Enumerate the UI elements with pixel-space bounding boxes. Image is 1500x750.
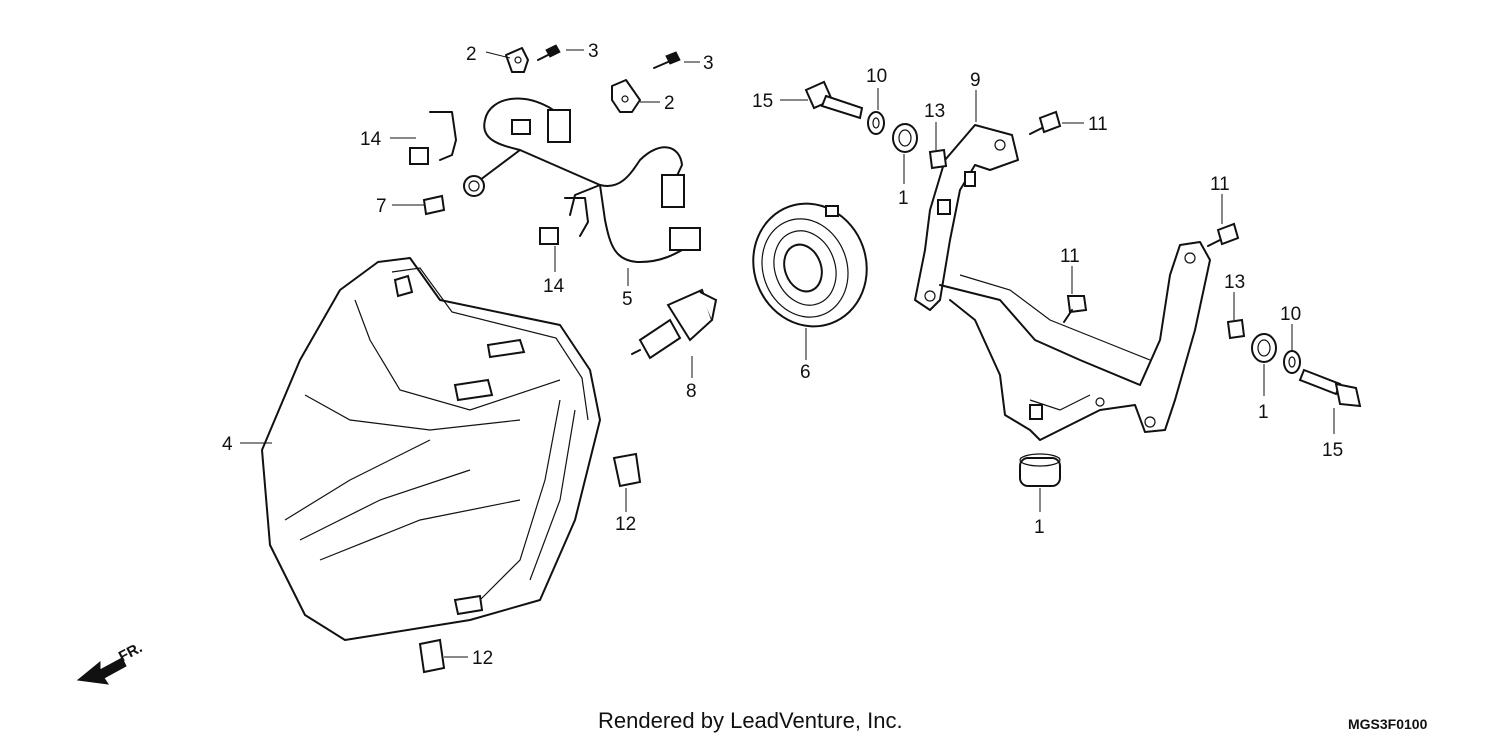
clip-nut — [418, 638, 446, 674]
front-direction-arrow: FR. — [76, 639, 145, 685]
screw — [1029, 110, 1062, 135]
credit-text: Rendered by LeadVenture, Inc. — [598, 708, 903, 733]
callout-2: 2 — [664, 93, 675, 114]
callout-14: 14 — [543, 276, 565, 297]
callout-13: 13 — [924, 101, 945, 122]
callout-12: 12 — [472, 648, 493, 669]
screw — [653, 51, 681, 69]
diagram-code: MGS3F0100 — [1348, 716, 1428, 732]
callout-1: 1 — [1034, 517, 1045, 538]
bulb-socket — [409, 111, 457, 165]
collar — [928, 148, 948, 170]
headlight-stay — [914, 124, 1211, 441]
callout-2: 2 — [466, 44, 477, 65]
screw — [1063, 295, 1088, 323]
position-bulb — [422, 175, 485, 216]
callout-9: 9 — [970, 70, 981, 91]
bulb-socket — [539, 197, 589, 245]
callout-11: 11 — [1060, 246, 1080, 267]
callout-3: 3 — [703, 53, 714, 74]
callout-8: 8 — [686, 381, 697, 402]
clamp — [505, 47, 529, 73]
headlight-unit — [261, 257, 601, 641]
grommet — [1019, 453, 1061, 487]
callout-7: 7 — [376, 196, 387, 217]
washer — [867, 111, 885, 135]
callout-10: 10 — [866, 66, 887, 87]
grommet — [1251, 333, 1277, 363]
callout-12: 12 — [615, 514, 636, 535]
grommet — [892, 123, 918, 153]
wire-harness — [479, 97, 701, 263]
leader-lines — [240, 49, 1335, 658]
callout-1: 1 — [1258, 402, 1269, 423]
callout-15: 15 — [752, 91, 773, 112]
callout-11: 11 — [1210, 174, 1230, 195]
clamp — [611, 79, 641, 113]
callout-10: 10 — [1280, 304, 1301, 325]
callout-15: 15 — [1322, 440, 1343, 461]
callout-3: 3 — [588, 41, 599, 62]
screw — [1207, 222, 1240, 247]
screw — [537, 44, 561, 61]
callout-5: 5 — [622, 289, 633, 310]
callout-labels: 2 3 3 2 14 7 14 5 4 8 6 15 10 1 13 9 11 … — [222, 41, 1343, 669]
callout-13: 13 — [1224, 272, 1245, 293]
collar — [1226, 318, 1246, 340]
clip-nut — [612, 452, 642, 488]
callout-14: 14 — [360, 129, 382, 150]
callout-1: 1 — [898, 188, 909, 209]
arrow-left-icon — [76, 657, 127, 685]
callout-11: 11 — [1088, 114, 1108, 135]
callout-4: 4 — [222, 434, 233, 455]
headlight-bulb — [631, 288, 718, 360]
dust-cover — [752, 202, 868, 328]
callout-6: 6 — [800, 362, 811, 383]
flange-bolt — [1298, 368, 1362, 408]
flange-bolt — [804, 80, 864, 120]
washer — [1283, 350, 1301, 374]
